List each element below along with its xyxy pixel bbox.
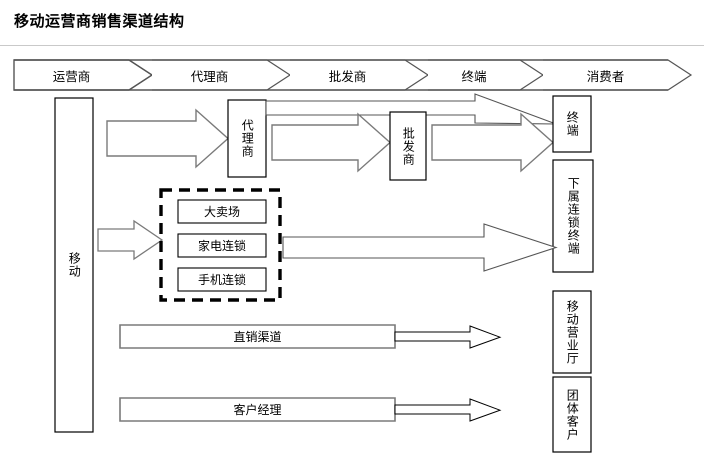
arrow-direct-sales-to-mobile-hall xyxy=(394,325,502,349)
direct-sales-bar-shape xyxy=(119,324,396,349)
chain-terminal-box-shape xyxy=(552,159,594,273)
arrow-source-to-agent xyxy=(106,108,230,169)
title-divider xyxy=(0,45,704,46)
retail-item-box-2 xyxy=(177,267,267,292)
retail-group-dashed-border xyxy=(159,188,282,302)
terminal-box-shape xyxy=(552,95,592,153)
arrow-retail-group-to-chain-terminal xyxy=(282,223,558,272)
account-manager-bar-shape xyxy=(119,397,396,422)
group-customer-box-shape xyxy=(552,376,592,453)
mobile-hall-box-shape xyxy=(552,290,592,374)
arrow-agent-to-wholesaler xyxy=(271,112,392,173)
banner-stage-1[interactable]: 代理商 xyxy=(190,68,229,84)
page-title: 移动运营商销售渠道结构 xyxy=(14,12,185,30)
banner-stage-0[interactable]: 运营商 xyxy=(52,68,91,84)
arrow-agent-to-terminal-direct xyxy=(265,93,557,125)
wholesaler-box-shape xyxy=(389,111,427,181)
banner-shape xyxy=(13,59,693,91)
arrow-source-to-retail-group xyxy=(97,219,164,261)
banner-stage-2[interactable]: 批发商 xyxy=(328,68,367,84)
agent-box-shape xyxy=(227,99,267,178)
arrow-wholesaler-to-terminal xyxy=(431,112,555,173)
arrow-account-manager-to-group-customer xyxy=(394,398,502,422)
retail-item-box-1 xyxy=(177,233,267,258)
retail-item-box-0 xyxy=(177,199,267,224)
banner-stage-4[interactable]: 消费者 xyxy=(586,68,625,84)
banner-stage-3[interactable]: 终端 xyxy=(461,68,487,84)
source-box-shape xyxy=(54,97,94,433)
